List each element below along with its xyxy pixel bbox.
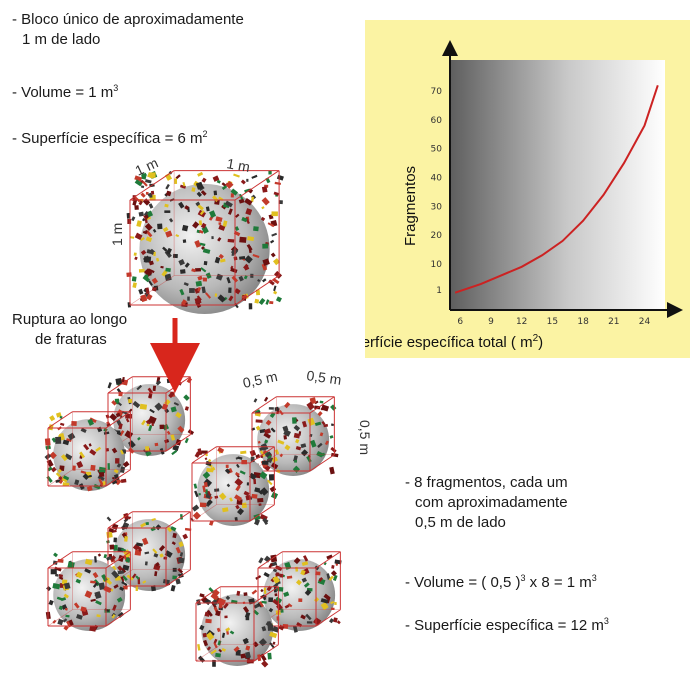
big-cube-dim-top-right: 1 m	[225, 155, 251, 175]
frag-volume-exp: 3	[520, 573, 526, 583]
y-tick-label: 10	[431, 260, 443, 270]
single-surface-exp: 2	[202, 129, 208, 139]
single-volume-exp: 3	[113, 83, 119, 93]
x-axis-label-exp: 2	[533, 333, 539, 344]
x-tick-label: 9	[488, 317, 494, 327]
frag-volume-suffix-exp: 3	[591, 573, 597, 583]
big-cube-body	[126, 170, 284, 315]
y-tick-label: 30	[431, 202, 443, 212]
y-tick-label: 50	[431, 145, 443, 155]
single-block-surface: - Superfície específica = 6 m2	[12, 124, 208, 149]
fragment-cube-5	[106, 511, 192, 592]
y-tick-labels: 1 10 20 30 40 50 60 70	[431, 87, 443, 296]
fragment-cube-6	[45, 551, 132, 632]
x-tick-label: 21	[608, 317, 619, 327]
frag-volume-suffix: x 8 = 1 m	[525, 574, 592, 591]
y-tick-label: 20	[431, 231, 443, 241]
single-block-volume: - Volume = 1 m3	[12, 78, 118, 103]
fragments-volume: - Volume = ( 0,5 )3 x 8 = 1 m3	[405, 568, 597, 593]
frag-surface-text: - Superfície específica = 12 m	[405, 617, 604, 634]
x-tick-labels: 6 9 12 15 18 21 24	[457, 317, 650, 327]
fragment-cube-2	[44, 411, 134, 492]
single-block-desc-line2: 1 m de lado	[22, 31, 101, 48]
x-tick-label: 24	[639, 317, 651, 327]
fragments-surface: - Superfície específica = 12 m3	[405, 611, 609, 636]
x-axis-label-close: )	[538, 334, 543, 351]
y-tick-label: 60	[431, 116, 443, 126]
single-surface-text: - Superfície específica = 6 m	[12, 130, 203, 147]
fragment-cube-3	[249, 396, 339, 476]
y-tick-label: 70	[431, 87, 443, 97]
fragment-cubes	[44, 376, 342, 668]
frag-dim-top-right: 0,5 m	[306, 367, 343, 388]
fragments-desc-line2: com aproximadamente	[415, 494, 568, 511]
fragments-desc-line1: - 8 fragmentos, cada um	[405, 474, 568, 491]
rupture-label-line1: Ruptura ao longo	[12, 311, 128, 328]
plot-area	[450, 60, 665, 310]
big-cube-dim-left: 1 m	[109, 223, 125, 246]
x-axis-label-text: Superfície específica total ( m	[365, 334, 533, 351]
single-block-cube	[126, 170, 284, 315]
y-axis-label: Fragmentos	[402, 166, 419, 246]
frag-dim-right: 0,5 m	[357, 420, 373, 455]
x-tick-label: 15	[547, 317, 558, 327]
single-volume-text: - Volume = 1 m	[12, 84, 114, 101]
frag-dim-top-left: 0,5 m	[241, 368, 279, 391]
single-block-desc-line1: - Bloco único de aproximadamente	[12, 11, 244, 28]
x-axis-label: Superfície específica total ( m2)	[365, 333, 543, 351]
fragment-cube-4	[190, 446, 279, 526]
frag-surface-exp: 3	[603, 616, 609, 626]
y-tick-label: 1	[436, 286, 442, 296]
x-tick-label: 6	[457, 317, 463, 327]
fragments-desc-line3: 0,5 m de lado	[415, 514, 506, 531]
fragments-curve	[454, 84, 659, 294]
chart-axes	[442, 40, 683, 318]
frag-volume-text: - Volume = ( 0,5 )	[405, 574, 521, 591]
x-tick-label: 18	[577, 317, 589, 327]
rupture-label-line2: de fraturas	[35, 331, 107, 348]
x-tick-label: 12	[516, 317, 527, 327]
fragment-cube-8	[195, 586, 284, 668]
y-tick-label: 40	[431, 173, 443, 183]
